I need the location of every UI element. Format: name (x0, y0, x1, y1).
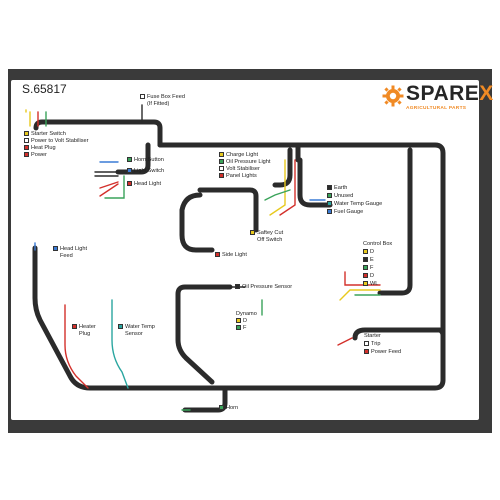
wire-head-light (99, 181, 119, 197)
swatch-green (219, 405, 224, 411)
wire-water-temp (111, 299, 129, 389)
swatch-teal (327, 201, 332, 207)
swatch-red (127, 181, 132, 187)
label-dynamo: Dynamo D F (236, 311, 257, 331)
wire-heater (64, 304, 89, 389)
starter-harness (33, 119, 163, 148)
wire-control-box-yellow (339, 289, 381, 301)
swatch-white (219, 166, 224, 172)
label-control-box: Control Box D E F D WL (363, 241, 393, 287)
swatch-red (219, 173, 224, 179)
brand-logo: SPAREX AGRICULTURAL PARTS (382, 82, 493, 116)
swatch-white (140, 94, 145, 100)
swatch-red (364, 349, 369, 355)
swatch-yellow (250, 230, 255, 236)
brand-name: SPAREX (406, 82, 494, 105)
label-gauges: Earth Unused Water Temp Gauge Fuel Gauge (327, 184, 382, 216)
swatch-green (363, 265, 368, 271)
label-horn-button: Horn Button (127, 157, 164, 164)
label-starter: Starter Trip Power Feed (364, 333, 402, 355)
wire-control-box-red (344, 271, 381, 286)
label-oil-pressure-sensor: Oil Pressure Sensor (235, 284, 292, 291)
brand-tagline: AGRICULTURAL PARTS (406, 106, 467, 111)
label-head-light: Head Light (127, 181, 161, 188)
wire-light-switch (94, 171, 119, 177)
swatch-green (127, 157, 132, 163)
label-horn: Horn (219, 405, 238, 412)
swatch-red (215, 252, 220, 258)
wire-yellow-starter (25, 109, 31, 127)
swatch-black (327, 185, 332, 191)
swatch-green (219, 159, 224, 165)
swatch-white (24, 138, 29, 144)
swatch-blue (127, 168, 132, 174)
side-light-harness (179, 192, 215, 253)
swatch-yellow (24, 131, 29, 137)
wire-dash-green (264, 189, 291, 201)
label-light-switch: Light Switch (127, 168, 164, 175)
wire-head-light-2 (104, 175, 125, 199)
swatch-red (24, 152, 29, 158)
wire-dash-yellow (269, 159, 286, 216)
swatch-yellow (363, 281, 368, 287)
swatch-white (364, 341, 369, 347)
gauge-harness (295, 142, 333, 208)
safety-harness (197, 187, 259, 233)
swatch-blue (53, 246, 58, 252)
diagram-panel (11, 80, 479, 420)
swatch-green (327, 193, 332, 199)
swatch-blue (327, 209, 332, 215)
swatch-yellow (236, 318, 241, 324)
swatch-red (363, 273, 368, 279)
swatch-red (24, 145, 29, 151)
swatch-yellow (363, 249, 368, 255)
swatch-red (72, 324, 77, 330)
switch-harness (115, 142, 151, 175)
gear-icon (382, 85, 404, 107)
control-box-harness (377, 147, 413, 296)
wire-dash-red (279, 159, 296, 216)
swatch-black (363, 257, 368, 263)
wire-starter-red (337, 337, 353, 346)
main-harness-loop (32, 142, 446, 391)
swatch-black (235, 284, 240, 290)
label-dash-cluster: Charge Light Oil Pressure Light Volt Sta… (219, 152, 270, 180)
label-starter-switch: Starter Switch Power to Volt Stabiliser … (24, 131, 89, 159)
dash-harness (272, 147, 293, 188)
label-side-light: Side Light (215, 252, 247, 259)
part-number: S.65817 (22, 82, 67, 96)
label-fuse-box: Fuse Box Feed(If Fitted) (140, 94, 185, 108)
swatch-teal (118, 324, 123, 330)
lower-harness (175, 284, 233, 385)
starter-branch (352, 327, 446, 341)
swatch-yellow (219, 152, 224, 158)
swatch-green (236, 325, 241, 331)
